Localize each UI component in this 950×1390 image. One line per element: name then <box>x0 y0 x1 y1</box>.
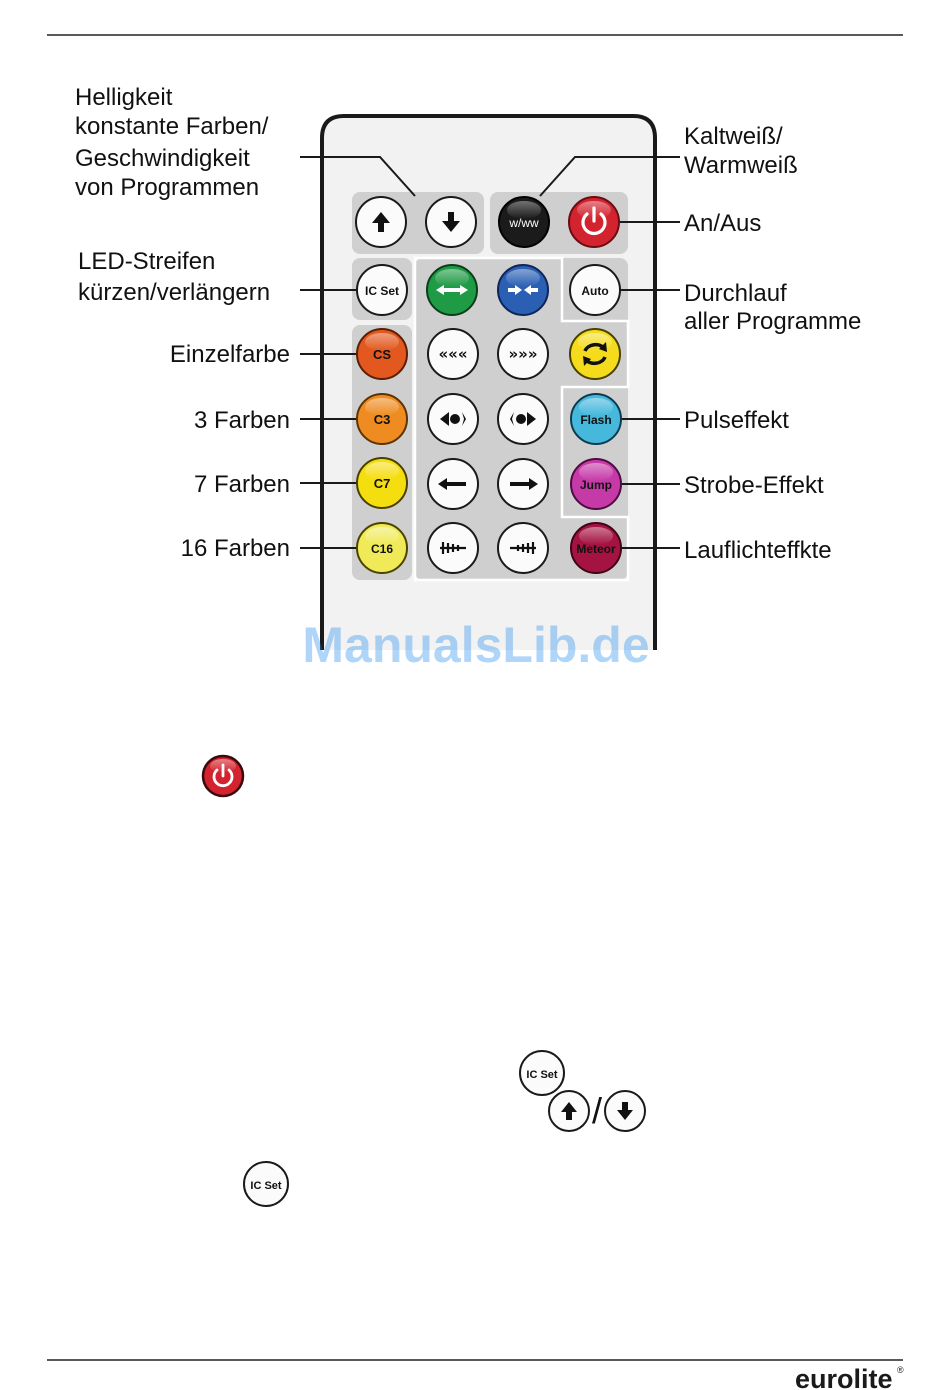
run-right-button[interactable] <box>497 458 549 510</box>
ww-button-label: w/ww <box>508 216 539 230</box>
callout-icset-line1: LED-Streifen <box>78 248 215 275</box>
power-button[interactable] <box>568 196 620 248</box>
chase-left-button[interactable]: ««« <box>427 328 479 380</box>
callout-brightness-line1: Helligkeit <box>75 84 173 111</box>
inline-ic-set-label-2: IC Set <box>250 1180 282 1192</box>
c7-button-label: C7 <box>374 476 391 491</box>
arrow-up-icon <box>372 212 390 232</box>
cs-button-label: CS <box>373 347 391 362</box>
cycle-button[interactable] <box>569 328 621 380</box>
up-button[interactable] <box>355 196 407 248</box>
callout-seven-colors: 7 Farben <box>194 471 290 498</box>
arrow-down-icon <box>442 212 460 232</box>
callout-brightness-line4: von Programmen <box>75 174 259 201</box>
ww-button[interactable]: w/ww <box>498 196 550 248</box>
c16-button-label: C16 <box>371 542 393 556</box>
sparkle-left-icon <box>440 542 466 554</box>
callout-brightness-line3: Geschwindigkeit <box>75 145 250 172</box>
registered-mark: ® <box>897 1365 904 1375</box>
c7-button[interactable]: C7 <box>356 457 408 509</box>
inline-ic-set-icon-2: IC Set <box>243 1161 289 1207</box>
ic-set-button[interactable]: IC Set <box>356 264 408 316</box>
callout-auto-line1: Durchlauf <box>684 280 787 307</box>
callout-strobe: Strobe-Effekt <box>684 472 824 499</box>
left-callouts: Helligkeit konstante Farben/ Geschwindig… <box>75 84 290 562</box>
callout-icset-line2: kürzen/verlängern <box>78 279 270 306</box>
expand-outward-icon <box>436 285 468 295</box>
burst-left-button[interactable] <box>427 393 479 445</box>
callout-running-light: Lauflichteffkte <box>684 537 832 564</box>
sparkle-right-icon <box>510 542 536 554</box>
c3-button[interactable]: C3 <box>356 393 408 445</box>
burst-right-button[interactable] <box>497 393 549 445</box>
callout-three-colors: 3 Farben <box>194 407 290 434</box>
arrow-left-icon <box>438 478 466 490</box>
inline-down-icon <box>604 1090 646 1132</box>
inline-separator: / <box>592 1090 602 1131</box>
callout-white-line2: Warmweiß <box>684 152 798 179</box>
watermark: ManualsLib.de <box>302 617 649 673</box>
arrow-right-icon <box>510 478 538 490</box>
blue-button[interactable] <box>497 264 549 316</box>
auto-button-label: Auto <box>581 284 608 298</box>
inline-up-icon <box>548 1090 590 1132</box>
callout-lines <box>300 156 680 549</box>
sparkle-right-button[interactable] <box>497 522 549 574</box>
inline-ic-set-label-1: IC Set <box>526 1069 558 1081</box>
c3-button-label: C3 <box>374 412 391 427</box>
flash-button-label: Flash <box>580 413 611 427</box>
callout-power: An/Aus <box>684 210 761 237</box>
power-icon <box>581 206 607 236</box>
jump-button-label: Jump <box>580 478 612 492</box>
callout-pulse: Pulseffekt <box>684 407 789 434</box>
sparkle-left-button[interactable] <box>427 522 479 574</box>
callout-auto-line2: aller Programme <box>684 308 861 335</box>
meteor-button[interactable]: Meteor <box>570 522 622 574</box>
callout-single-color: Einzelfarbe <box>170 341 290 368</box>
eurolite-logo: eurolite ® <box>795 1364 904 1390</box>
flash-button[interactable]: Flash <box>570 393 622 445</box>
jump-button[interactable]: Jump <box>570 458 622 510</box>
chase-right-icon: »»» <box>508 345 537 363</box>
cs-button[interactable]: CS <box>356 328 408 380</box>
down-button[interactable] <box>425 196 477 248</box>
chase-left-icon: ««« <box>438 345 467 363</box>
inline-ic-set-icon-1: IC Set <box>519 1050 565 1096</box>
inline-power-icon <box>201 754 245 798</box>
auto-button[interactable]: Auto <box>569 264 621 316</box>
callout-sixteen-colors: 16 Farben <box>181 535 290 562</box>
c16-button[interactable]: C16 <box>356 522 408 574</box>
burst-right-icon <box>510 412 536 426</box>
chase-right-button[interactable]: »»» <box>497 328 549 380</box>
callout-white-line1: Kaltweiß/ <box>684 123 783 150</box>
ic-set-button-label: IC Set <box>365 284 399 298</box>
right-callouts: Kaltweiß/ Warmweiß An/Aus Durchlauf alle… <box>684 123 861 564</box>
burst-left-icon <box>440 412 466 426</box>
converge-inward-icon <box>508 285 538 295</box>
run-left-button[interactable] <box>427 458 479 510</box>
meteor-button-label: Meteor <box>576 542 616 556</box>
brand-logo-text: eurolite <box>795 1364 893 1390</box>
green-button[interactable] <box>426 264 478 316</box>
callout-brightness-line2: konstante Farben/ <box>75 113 269 140</box>
